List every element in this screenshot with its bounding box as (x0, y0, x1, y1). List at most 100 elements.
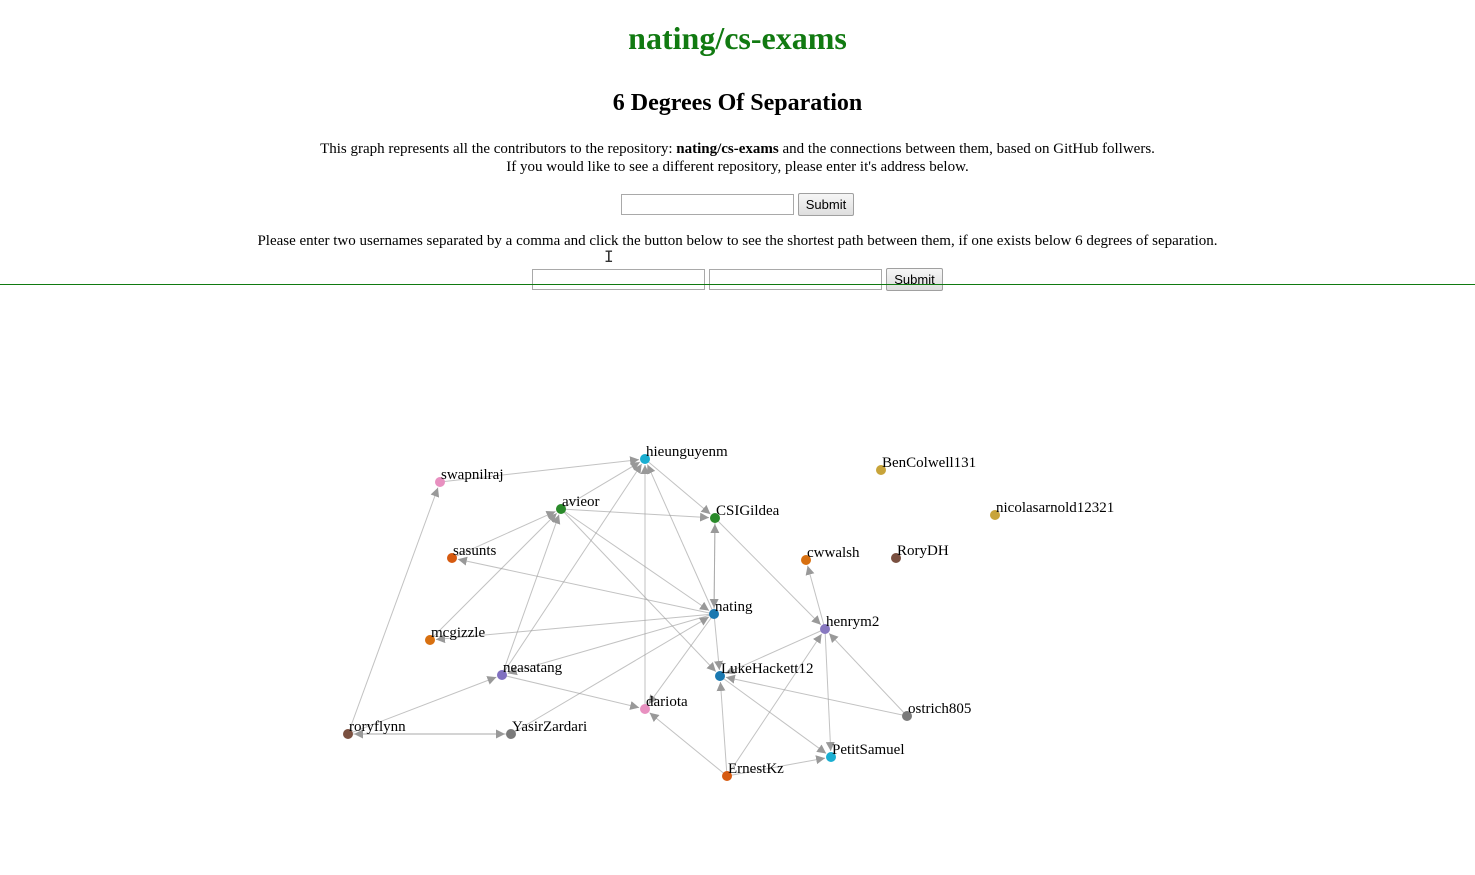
graph-link-neasatang-to-dariota (501, 674, 640, 710)
node-label: swapnilraj (441, 467, 503, 483)
graph-link-CSIGildea-to-nating (709, 517, 719, 609)
intro-prefix: This graph represents all the contributo… (320, 141, 677, 157)
node-label: dariota (646, 694, 688, 710)
intro-repo-name: nating/cs-exams (676, 141, 779, 157)
node-label: ErnestKz (728, 761, 784, 777)
graph-node-avieor[interactable]: avieor (556, 494, 599, 514)
graph-link-YasirZardari-to-nating (510, 616, 710, 735)
node-label: LukeHackett12 (721, 661, 813, 677)
page-heading: 6 Degrees Of Separation (612, 90, 863, 116)
graph-link-avieor-to-hieunguyenm (560, 461, 641, 510)
repo-form: Submit (0, 193, 1475, 216)
graph-link-sasunts-to-avieor (451, 511, 556, 559)
node-circle[interactable] (891, 553, 901, 563)
graph-node-BenColwell131[interactable]: BenColwell131 (876, 455, 976, 475)
graph-link-neasatang-to-hieunguyenm (501, 463, 643, 676)
node-circle[interactable] (709, 609, 719, 619)
graph-node-nicolasarnold12321[interactable]: nicolasarnold12321 (990, 500, 1114, 520)
node-circle[interactable] (820, 624, 830, 634)
node-label: cwwalsh (807, 545, 860, 561)
intro-suffix: and the connections between them, based … (778, 141, 1155, 157)
node-circle[interactable] (506, 729, 516, 739)
graph-node-CSIGildea[interactable]: CSIGildea (710, 503, 780, 523)
node-circle[interactable] (435, 477, 445, 487)
graph-link-ErnestKz-to-LukeHackett12 (716, 681, 728, 777)
graph-node-neasatang[interactable]: neasatang (497, 660, 563, 680)
node-circle[interactable] (990, 510, 1000, 520)
node-circle[interactable] (447, 553, 457, 563)
node-label: sasunts (453, 543, 497, 559)
graph-link-CSIGildea-to-henrym2 (714, 517, 822, 626)
divider (0, 284, 1475, 285)
graph-link-ErnestKz-to-henrym2 (726, 633, 823, 777)
node-circle[interactable] (497, 670, 507, 680)
graph-link-nating-to-dariota (648, 613, 715, 705)
graph-link-nating-to-sasunts (457, 556, 715, 615)
node-label: ostrich805 (908, 701, 971, 717)
graph-link-nating-to-neasatang (507, 613, 715, 676)
graph-link-avieor-to-nating (560, 508, 710, 612)
graph-node-PetitSamuel[interactable]: PetitSamuel (826, 742, 905, 762)
node-circle[interactable] (715, 671, 725, 681)
graph-link-ErnestKz-to-PetitSamuel (726, 755, 826, 777)
graph-node-ostrich805[interactable]: ostrich805 (902, 701, 971, 721)
graph-node-mcgizzle[interactable]: mcgizzle (425, 625, 485, 645)
graph-node-swapnilraj[interactable]: swapnilraj (435, 467, 503, 487)
node-label: henrym2 (826, 614, 879, 630)
graph-link-nating-to-hieunguyenm (646, 464, 715, 615)
node-circle[interactable] (640, 454, 650, 464)
graph-node-YasirZardari[interactable]: YasirZardari (506, 719, 587, 739)
path-submit-button[interactable]: Submit (886, 268, 943, 291)
graph-link-avieor-to-LukeHackett12 (560, 508, 717, 672)
node-label: BenColwell131 (882, 455, 976, 471)
graph-node-RoryDH[interactable]: RoryDH (891, 543, 949, 563)
graph-link-ErnestKz-to-dariota (649, 712, 728, 777)
node-circle[interactable] (710, 513, 720, 523)
node-circle[interactable] (425, 635, 435, 645)
graph-node-cwwalsh[interactable]: cwwalsh (801, 545, 860, 565)
graph-link-henrym2-to-cwwalsh (805, 565, 826, 630)
graph-node-hieunguyenm[interactable]: hieunguyenm (640, 444, 728, 464)
node-label: roryflynn (349, 719, 406, 735)
node-circle[interactable] (826, 752, 836, 762)
graph-link-neasatang-to-avieor (501, 514, 561, 676)
repo-submit-button[interactable]: Submit (797, 193, 855, 216)
repo-address-input[interactable] (620, 194, 794, 215)
node-circle[interactable] (556, 504, 566, 514)
node-circle[interactable] (343, 729, 353, 739)
graph-node-nating[interactable]: nating (709, 599, 753, 619)
node-circle[interactable] (640, 704, 650, 714)
node-circle[interactable] (902, 711, 912, 721)
node-label: RoryDH (897, 543, 949, 559)
graph-link-ostrich805-to-LukeHackett12 (725, 674, 908, 717)
graph-node-roryflynn[interactable]: roryflynn (343, 719, 406, 739)
page-header: nating/cs-exams 6 Degrees Of Separation … (0, 0, 1475, 291)
graph-link-ostrich805-to-henrym2 (828, 633, 908, 717)
path-instructions: Please enter two usernames separated by … (257, 233, 1218, 249)
graph-link-swapnilraj-to-hieunguyenm (439, 456, 640, 483)
node-label: neasatang (503, 660, 563, 676)
node-label: nicolasarnold12321 (996, 500, 1114, 516)
graph-node-sasunts[interactable]: sasunts (447, 543, 497, 563)
node-label: YasirZardari (512, 719, 587, 735)
graph-link-roryflynn-to-swapnilraj (347, 487, 440, 735)
node-label: mcgizzle (431, 625, 485, 641)
graph-link-nating-to-mcgizzle (435, 613, 715, 644)
graph-node-ErnestKz[interactable]: ErnestKz (722, 761, 784, 781)
graph-node-henrym2[interactable]: henrym2 (820, 614, 879, 634)
graph-node-dariota[interactable]: dariota (640, 694, 688, 714)
node-circle[interactable] (722, 771, 732, 781)
intro-text: This graph represents all the contributo… (0, 140, 1475, 176)
graph-link-hieunguyenm-to-CSIGildea (644, 458, 711, 515)
intro-line-2: If you would like to see a different rep… (506, 159, 969, 175)
repo-title: nating/cs-exams (628, 20, 847, 56)
node-label: avieor (562, 494, 599, 510)
node-circle[interactable] (801, 555, 811, 565)
graph-node-LukeHackett12[interactable]: LukeHackett12 (715, 661, 813, 681)
graph-link-henrym2-to-PetitSamuel (824, 628, 835, 752)
node-label: PetitSamuel (832, 742, 905, 758)
node-circle[interactable] (876, 465, 886, 475)
graph-link-mcgizzle-to-avieor (429, 512, 558, 641)
